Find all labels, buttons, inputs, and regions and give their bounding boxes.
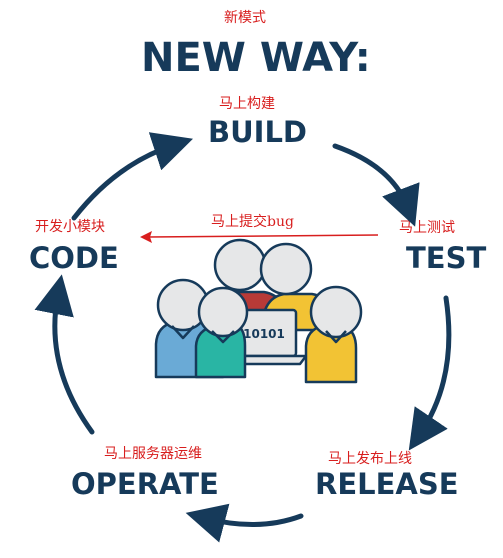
- feedback-annotation: 马上提交bug: [211, 214, 294, 230]
- person-back-left-head: [213, 238, 267, 292]
- operate-annotation: 马上服务器运维: [104, 446, 202, 462]
- code-label: CODE: [29, 241, 119, 275]
- subtitle-new-mode: 新模式: [224, 10, 266, 26]
- arrow-code-to-build: [71, 132, 194, 221]
- team-illustration: [154, 238, 363, 384]
- test-label: TEST: [406, 241, 487, 275]
- person-front-middle-head: [197, 286, 249, 338]
- operate-label: OPERATE: [71, 467, 219, 501]
- arrow-build-to-test: [332, 143, 420, 227]
- release-annotation: 马上发布上线: [328, 451, 412, 467]
- build-label: BUILD: [208, 115, 307, 149]
- feedback-arrow: [140, 231, 379, 243]
- code-annotation: 开发小模块: [35, 219, 105, 235]
- person-front-right-head: [309, 285, 363, 339]
- arrow-operate-to-code: [34, 274, 95, 435]
- arrow-release-to-operate: [185, 503, 304, 543]
- arrow-test-to-release: [408, 295, 452, 451]
- release-label: RELEASE: [315, 467, 459, 501]
- page-title: NEW WAY:: [141, 35, 371, 81]
- laptop-binary-text: 10101: [243, 327, 285, 341]
- build-annotation: 马上构建: [219, 96, 275, 112]
- person-back-right-head: [259, 242, 313, 296]
